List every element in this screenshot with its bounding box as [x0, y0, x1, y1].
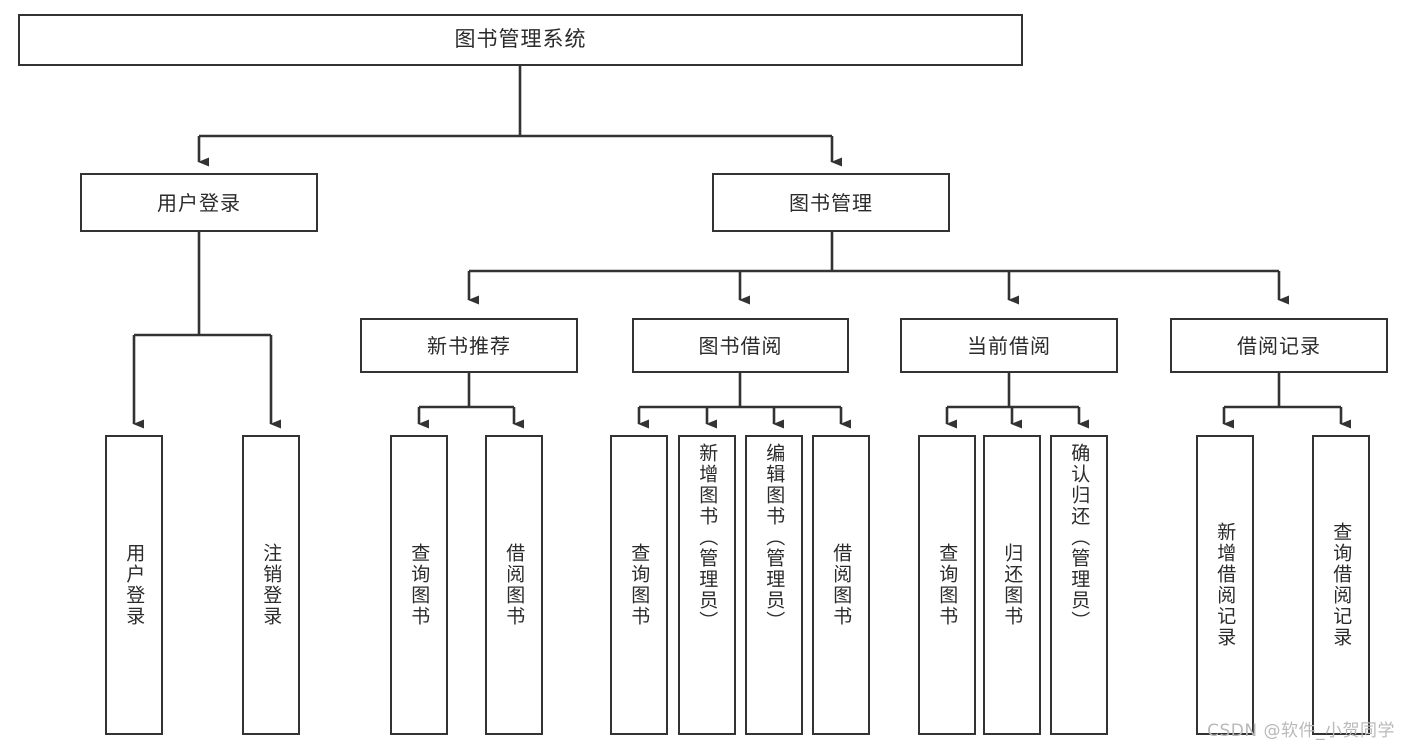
leaf-query-book-borrow[interactable]: 查询图书	[610, 435, 668, 735]
node-label: 用户登录	[123, 543, 146, 627]
node-label: 确认归还（管理员）	[1068, 443, 1091, 632]
node-label: 查询图书	[936, 543, 959, 627]
node-label: 借阅图书	[503, 543, 526, 627]
node-label: 图书借阅	[698, 333, 783, 358]
leaf-query-borrow-record[interactable]: 查询借阅记录	[1312, 435, 1370, 735]
node-label: 新增图书（管理员）	[696, 443, 719, 632]
node-label: 图书管理系统	[454, 27, 587, 52]
node-label: 图书管理	[789, 190, 873, 215]
node-label: 查询图书	[408, 543, 431, 627]
leaf-return-book[interactable]: 归还图书	[983, 435, 1041, 735]
node-borrow-record[interactable]: 借阅记录	[1170, 318, 1388, 373]
leaf-user-login[interactable]: 用户登录	[105, 435, 163, 735]
node-label: 借阅图书	[830, 543, 853, 627]
leaf-borrow-book[interactable]: 借阅图书	[812, 435, 870, 735]
leaf-add-book-admin[interactable]: 新增图书（管理员）	[678, 435, 736, 735]
leaf-query-book-newbook[interactable]: 查询图书	[390, 435, 448, 735]
node-label: 用户登录	[157, 190, 241, 215]
node-root-system[interactable]: 图书管理系统	[18, 14, 1023, 66]
node-book-management[interactable]: 图书管理	[712, 173, 950, 232]
leaf-edit-book-admin[interactable]: 编辑图书（管理员）	[745, 435, 803, 735]
node-new-book-recommend[interactable]: 新书推荐	[360, 318, 578, 373]
node-label: 借阅记录	[1237, 333, 1321, 358]
node-label: 编辑图书（管理员）	[763, 443, 786, 632]
node-label: 新书推荐	[427, 333, 511, 358]
node-label: 当前借阅	[967, 333, 1051, 358]
node-user-login[interactable]: 用户登录	[80, 173, 318, 232]
node-label: 注销登录	[260, 543, 283, 627]
node-label: 查询借阅记录	[1330, 522, 1353, 648]
leaf-logout[interactable]: 注销登录	[242, 435, 300, 735]
node-current-borrow[interactable]: 当前借阅	[900, 318, 1118, 373]
node-book-borrow[interactable]: 图书借阅	[632, 318, 849, 373]
node-label: 查询图书	[628, 543, 651, 627]
leaf-borrow-book-newbook[interactable]: 借阅图书	[485, 435, 543, 735]
leaf-add-borrow-record[interactable]: 新增借阅记录	[1196, 435, 1254, 735]
watermark-text: CSDN @软件_小贺同学	[1207, 721, 1395, 741]
node-label: 归还图书	[1001, 543, 1024, 627]
leaf-confirm-return-admin[interactable]: 确认归还（管理员）	[1050, 435, 1108, 735]
leaf-query-book-current[interactable]: 查询图书	[918, 435, 976, 735]
node-label: 新增借阅记录	[1214, 522, 1237, 648]
